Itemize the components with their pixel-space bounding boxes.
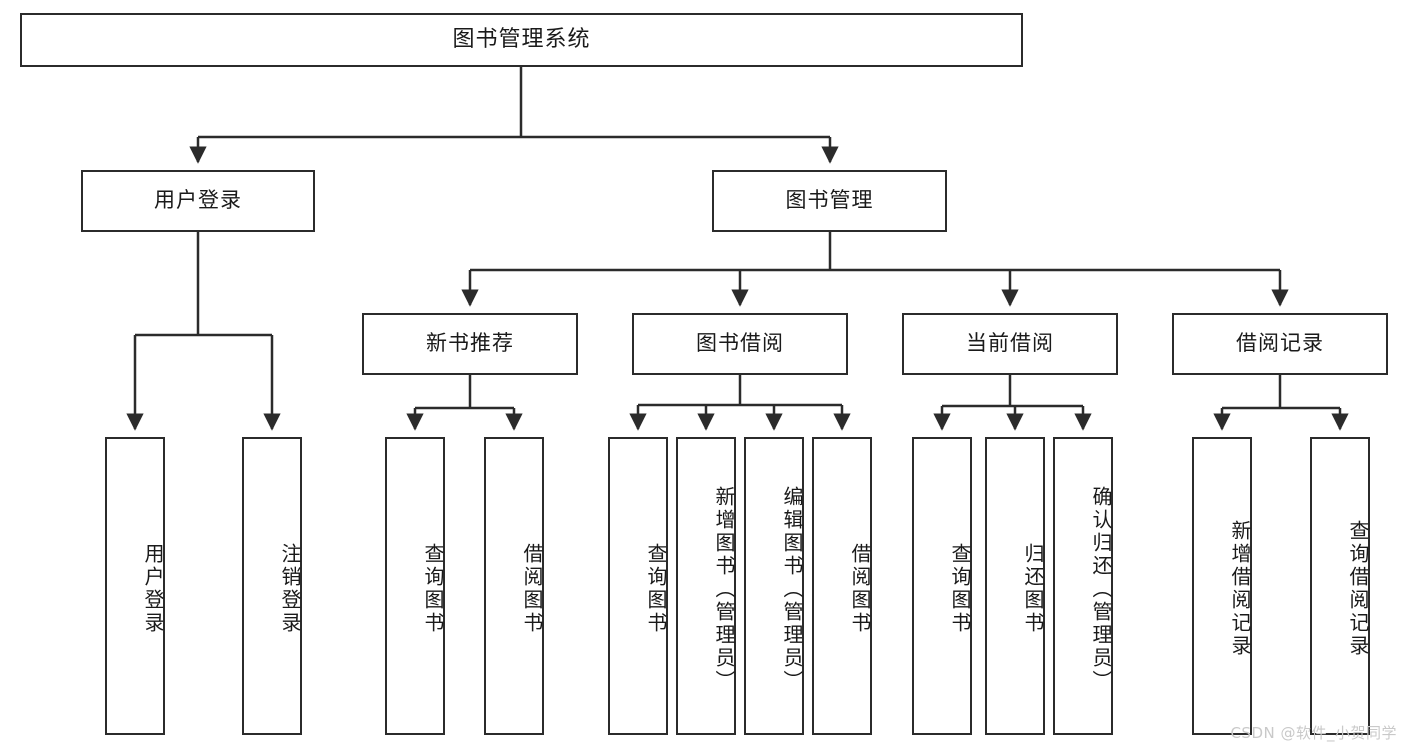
node-label: 查询图书: [948, 543, 972, 635]
node-leaf-recommend-borrow-book[interactable]: 借阅图书: [484, 437, 544, 735]
csdn-watermark: CSDN @软件_小贺同学: [1230, 724, 1397, 742]
node-leaf-recommend-query-book[interactable]: 查询图书: [385, 437, 445, 735]
node-label: 新书推荐: [426, 331, 514, 356]
node-leaf-borrow-query-book[interactable]: 查询图书: [608, 437, 668, 735]
node-leaf-current-confirm-return[interactable]: 确认归还（管理员）: [1053, 437, 1113, 735]
node-leaf-user-login[interactable]: 用户登录: [105, 437, 165, 735]
node-leaf-current-return-book[interactable]: 归还图书: [985, 437, 1045, 735]
node-root-book-management-system[interactable]: 图书管理系统: [20, 13, 1023, 67]
node-label: 编辑图书（管理员）: [780, 485, 804, 693]
node-leaf-user-logout[interactable]: 注销登录: [242, 437, 302, 735]
node-label: 用户登录: [154, 188, 242, 213]
node-leaf-borrow-edit-book[interactable]: 编辑图书（管理员）: [744, 437, 804, 735]
node-borrow-record[interactable]: 借阅记录: [1172, 313, 1388, 375]
node-book-manage[interactable]: 图书管理: [712, 170, 947, 232]
node-label: 借阅图书: [848, 543, 872, 635]
node-book-borrow[interactable]: 图书借阅: [632, 313, 848, 375]
node-leaf-record-query-record[interactable]: 查询借阅记录: [1310, 437, 1370, 735]
node-label: 用户登录: [141, 543, 165, 635]
node-leaf-borrow-borrow-book[interactable]: 借阅图书: [812, 437, 872, 735]
node-label: 图书管理系统: [452, 26, 591, 52]
node-label: 借阅记录: [1236, 331, 1324, 356]
node-leaf-record-add-record[interactable]: 新增借阅记录: [1192, 437, 1252, 735]
node-label: 确认归还（管理员）: [1089, 485, 1113, 693]
node-label: 借阅图书: [520, 543, 544, 635]
node-user-login[interactable]: 用户登录: [81, 170, 315, 232]
node-leaf-borrow-add-book[interactable]: 新增图书（管理员）: [676, 437, 736, 735]
node-label: 归还图书: [1021, 543, 1045, 635]
node-label: 新增借阅记录: [1228, 520, 1252, 658]
node-label: 新增图书（管理员）: [712, 485, 736, 693]
node-label: 图书借阅: [696, 331, 784, 356]
node-label: 图书管理: [785, 188, 874, 213]
node-current-borrow[interactable]: 当前借阅: [902, 313, 1118, 375]
node-label: 当前借阅: [966, 331, 1054, 356]
node-new-book-recommend[interactable]: 新书推荐: [362, 313, 578, 375]
node-leaf-current-query-book[interactable]: 查询图书: [912, 437, 972, 735]
node-label: 查询借阅记录: [1346, 520, 1370, 658]
node-label: 查询图书: [421, 543, 445, 635]
node-label: 查询图书: [644, 543, 668, 635]
node-label: 注销登录: [278, 543, 302, 635]
